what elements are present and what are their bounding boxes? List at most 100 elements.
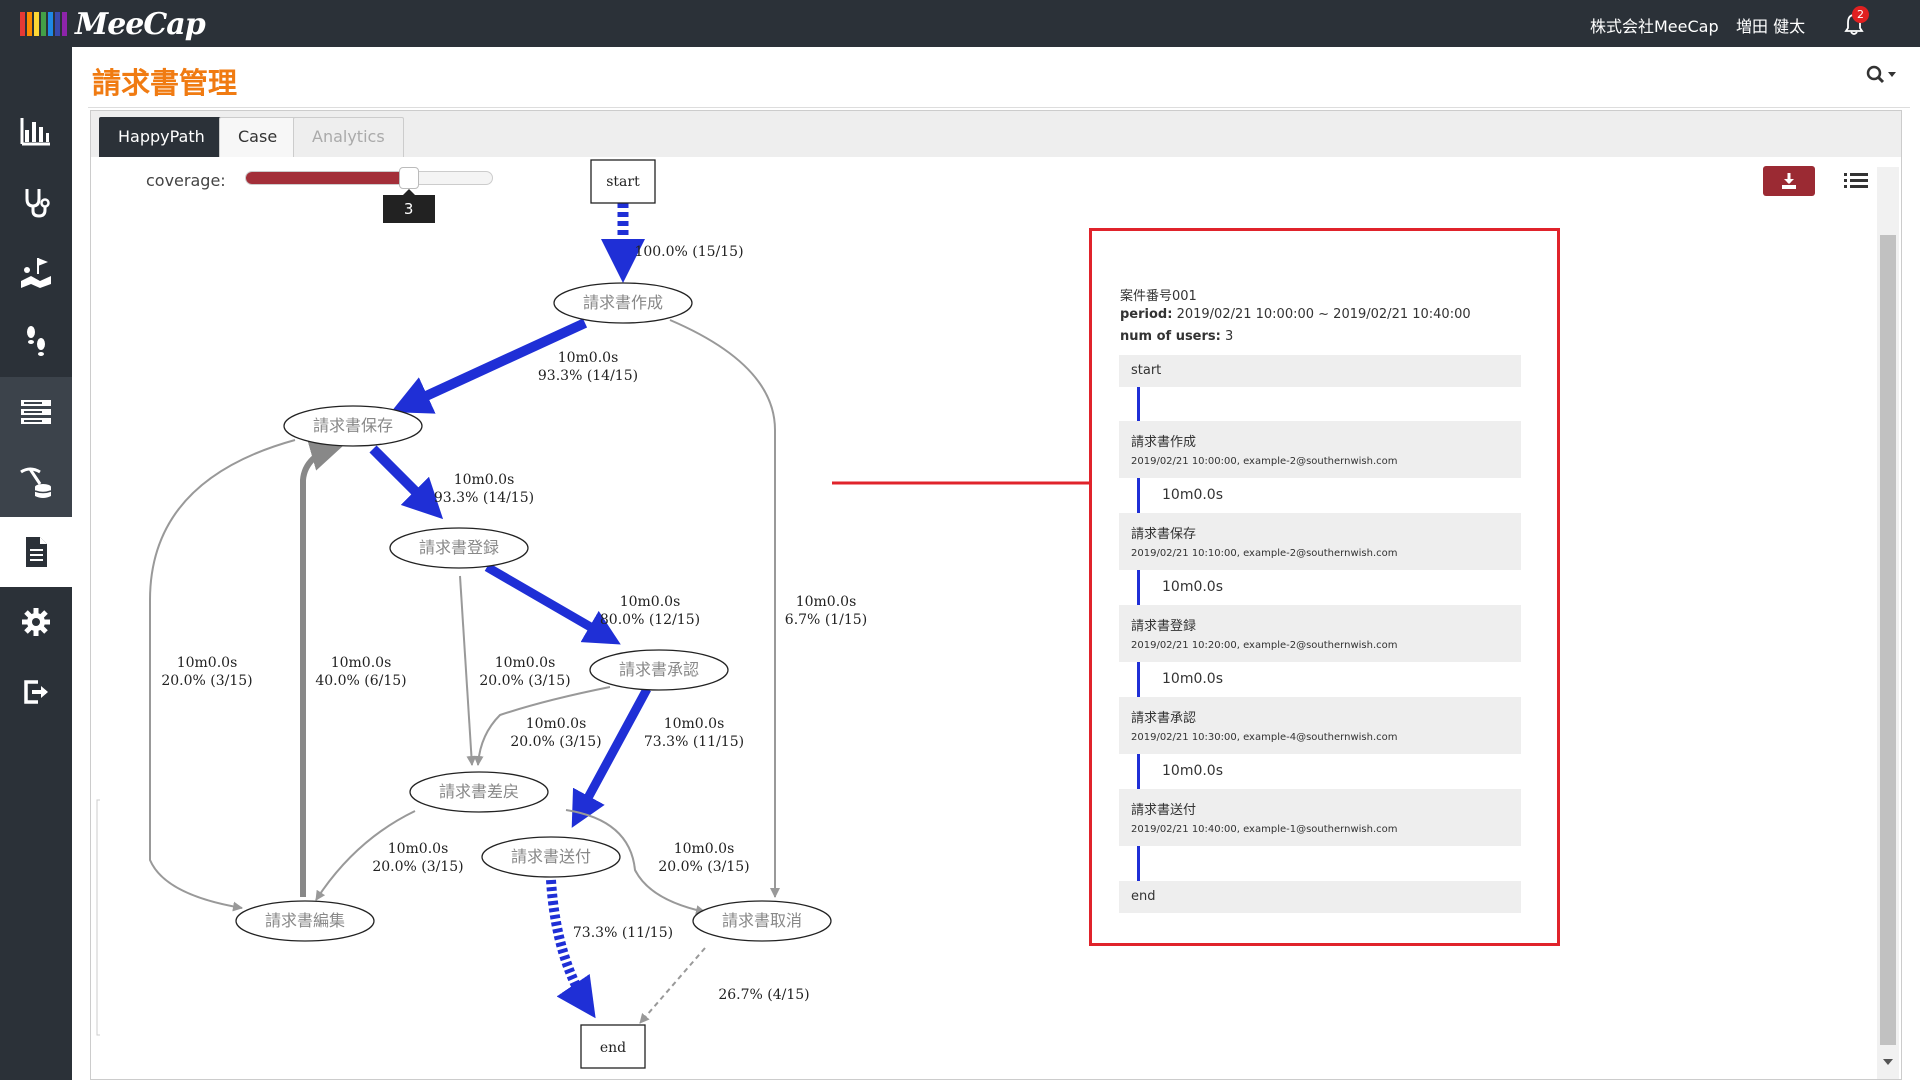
sidebar <box>0 47 72 1080</box>
node-save-label: 請求書保存 <box>313 416 393 435</box>
timeline-bar <box>1137 570 1140 605</box>
node-end[interactable]: end <box>580 1024 646 1069</box>
server-icon <box>21 400 51 424</box>
edge-register-approve <box>484 563 621 645</box>
edge-save-register <box>369 445 444 520</box>
sidebar-item-diagnosis[interactable] <box>0 167 72 237</box>
brand-name: MeeCap <box>75 6 206 42</box>
edge-label-pct: 73.3% (11/15) <box>644 734 744 750</box>
sidebar-item-logout[interactable] <box>0 657 72 727</box>
coverage-slider[interactable] <box>245 171 493 185</box>
users-label: num of users: <box>1120 329 1221 344</box>
edge-approve-send <box>571 686 651 828</box>
step-item[interactable]: 請求書登録 2019/02/21 10:20:00, example-2@sou… <box>1119 605 1521 662</box>
sidebar-item-settings[interactable] <box>0 587 72 657</box>
step-duration: 10m0.0s <box>1162 579 1224 595</box>
node-send[interactable]: 請求書送付 <box>481 836 621 878</box>
sidebar-item-tracking[interactable] <box>0 307 72 377</box>
download-button[interactable] <box>1763 166 1815 196</box>
timeline-bar <box>1137 846 1140 881</box>
edge-labels: 100.0% (15/15) 10m0.0s 93.3% (14/15) 10m… <box>161 244 867 1003</box>
node-send-label: 請求書送付 <box>511 847 591 866</box>
node-return[interactable]: 請求書差戻 <box>409 771 549 813</box>
scroll-down-arrow[interactable] <box>1883 1059 1893 1065</box>
step-end-label: end <box>1131 889 1156 904</box>
edge-label-dur: 10m0.0s <box>495 655 556 671</box>
sidebar-item-mining[interactable] <box>0 447 72 517</box>
node-start[interactable]: start <box>590 159 656 204</box>
step-meta: 2019/02/21 10:00:00, example-2@southernw… <box>1131 456 1398 467</box>
node-save[interactable]: 請求書保存 <box>283 405 423 447</box>
edge-create-save <box>390 318 588 414</box>
edge-label-pct: 20.0% (3/15) <box>161 673 252 689</box>
step-end: end <box>1119 881 1521 913</box>
app-logo[interactable]: MeeCap <box>20 6 206 42</box>
timeline-bar <box>1137 754 1140 789</box>
node-create[interactable]: 請求書作成 <box>553 282 693 324</box>
node-return-label: 請求書差戻 <box>439 782 519 801</box>
tab-happypath[interactable]: HappyPath <box>99 117 224 157</box>
edge-label-pct: 80.0% (12/15) <box>600 612 700 628</box>
period-label: period: <box>1120 307 1173 322</box>
title-divider <box>88 107 1910 108</box>
content-panel: HappyPath Case Analytics coverage: 3 <box>90 110 1902 1080</box>
step-item[interactable]: 請求書送付 2019/02/21 10:40:00, example-1@sou… <box>1119 789 1521 846</box>
tab-analytics[interactable]: Analytics <box>293 117 404 157</box>
edge-label-dur: 10m0.0s <box>620 594 681 610</box>
list-icon[interactable] <box>1843 169 1869 193</box>
node-approve[interactable]: 請求書承認 <box>589 649 729 691</box>
map-icon <box>21 258 51 288</box>
step-start-label: start <box>1131 363 1162 378</box>
user-name[interactable]: 増田 健太 <box>1736 17 1806 36</box>
sidebar-item-documents[interactable] <box>0 517 72 587</box>
node-approve-label: 請求書承認 <box>619 660 699 679</box>
edge-label-dur: 10m0.0s <box>796 594 857 610</box>
edge-edit-save <box>300 435 346 897</box>
edge-label-pct: 93.3% (14/15) <box>434 490 534 506</box>
sidebar-item-map[interactable] <box>0 237 72 307</box>
edge-return-cancel <box>565 809 706 915</box>
step-meta: 2019/02/21 10:20:00, example-2@southernw… <box>1131 640 1398 651</box>
edge-save-edit <box>149 439 296 912</box>
coverage-value-tooltip: 3 <box>382 189 435 223</box>
edge-approve-return <box>473 686 611 766</box>
node-edit[interactable]: 請求書編集 <box>235 900 375 942</box>
edge-label-pct: 20.0% (3/15) <box>372 859 463 875</box>
edge-label-pct: 93.3% (14/15) <box>538 368 638 384</box>
footsteps-icon <box>27 326 45 356</box>
edge-label-dur: 10m0.0s <box>388 841 449 857</box>
timeline-bar <box>1137 478 1140 513</box>
step-meta: 2019/02/21 10:30:00, example-4@southernw… <box>1131 732 1398 743</box>
node-register[interactable]: 請求書登録 <box>389 527 529 569</box>
node-end-label: end <box>600 1040 626 1056</box>
edge-label-dur: 10m0.0s <box>674 841 735 857</box>
coverage-slider-handle[interactable] <box>398 167 419 189</box>
edge-label-pct: 6.7% (1/15) <box>785 612 867 628</box>
step-item[interactable]: 請求書承認 2019/02/21 10:30:00, example-4@sou… <box>1119 697 1521 754</box>
step-item[interactable]: 請求書保存 2019/02/21 10:10:00, example-2@sou… <box>1119 513 1521 570</box>
edge-return-edit <box>315 810 416 901</box>
edge-cancel-end <box>639 947 706 1024</box>
edge-label-dur: 10m0.0s <box>331 655 392 671</box>
node-edit-label: 請求書編集 <box>265 911 345 930</box>
gear-icon <box>22 608 50 636</box>
node-start-label: start <box>606 174 640 190</box>
sidebar-item-dashboard[interactable] <box>0 97 72 167</box>
edge-label-pct: 40.0% (6/15) <box>315 673 406 689</box>
step-name: 請求書作成 <box>1131 435 1197 450</box>
search-icon[interactable] <box>1864 64 1900 86</box>
scrollbar-thumb[interactable] <box>1880 235 1896 1045</box>
sidebar-item-processes[interactable] <box>0 377 72 447</box>
graph-bracket <box>96 799 100 1036</box>
mining-icon <box>20 467 52 498</box>
node-cancel[interactable]: 請求書取消 <box>692 900 832 942</box>
node-register-label: 請求書登録 <box>419 538 499 557</box>
tab-bar: HappyPath Case Analytics <box>91 111 1901 157</box>
edge-label-dur: 10m0.0s <box>177 655 238 671</box>
step-name: 請求書送付 <box>1131 803 1197 818</box>
step-item[interactable]: 請求書作成 2019/02/21 10:00:00, example-2@sou… <box>1119 421 1521 478</box>
panel-scrollbar[interactable] <box>1877 167 1899 1079</box>
step-name: 請求書保存 <box>1131 527 1197 542</box>
stethoscope-icon <box>25 189 50 218</box>
edge-label-pct: 26.7% (4/15) <box>718 987 809 1003</box>
